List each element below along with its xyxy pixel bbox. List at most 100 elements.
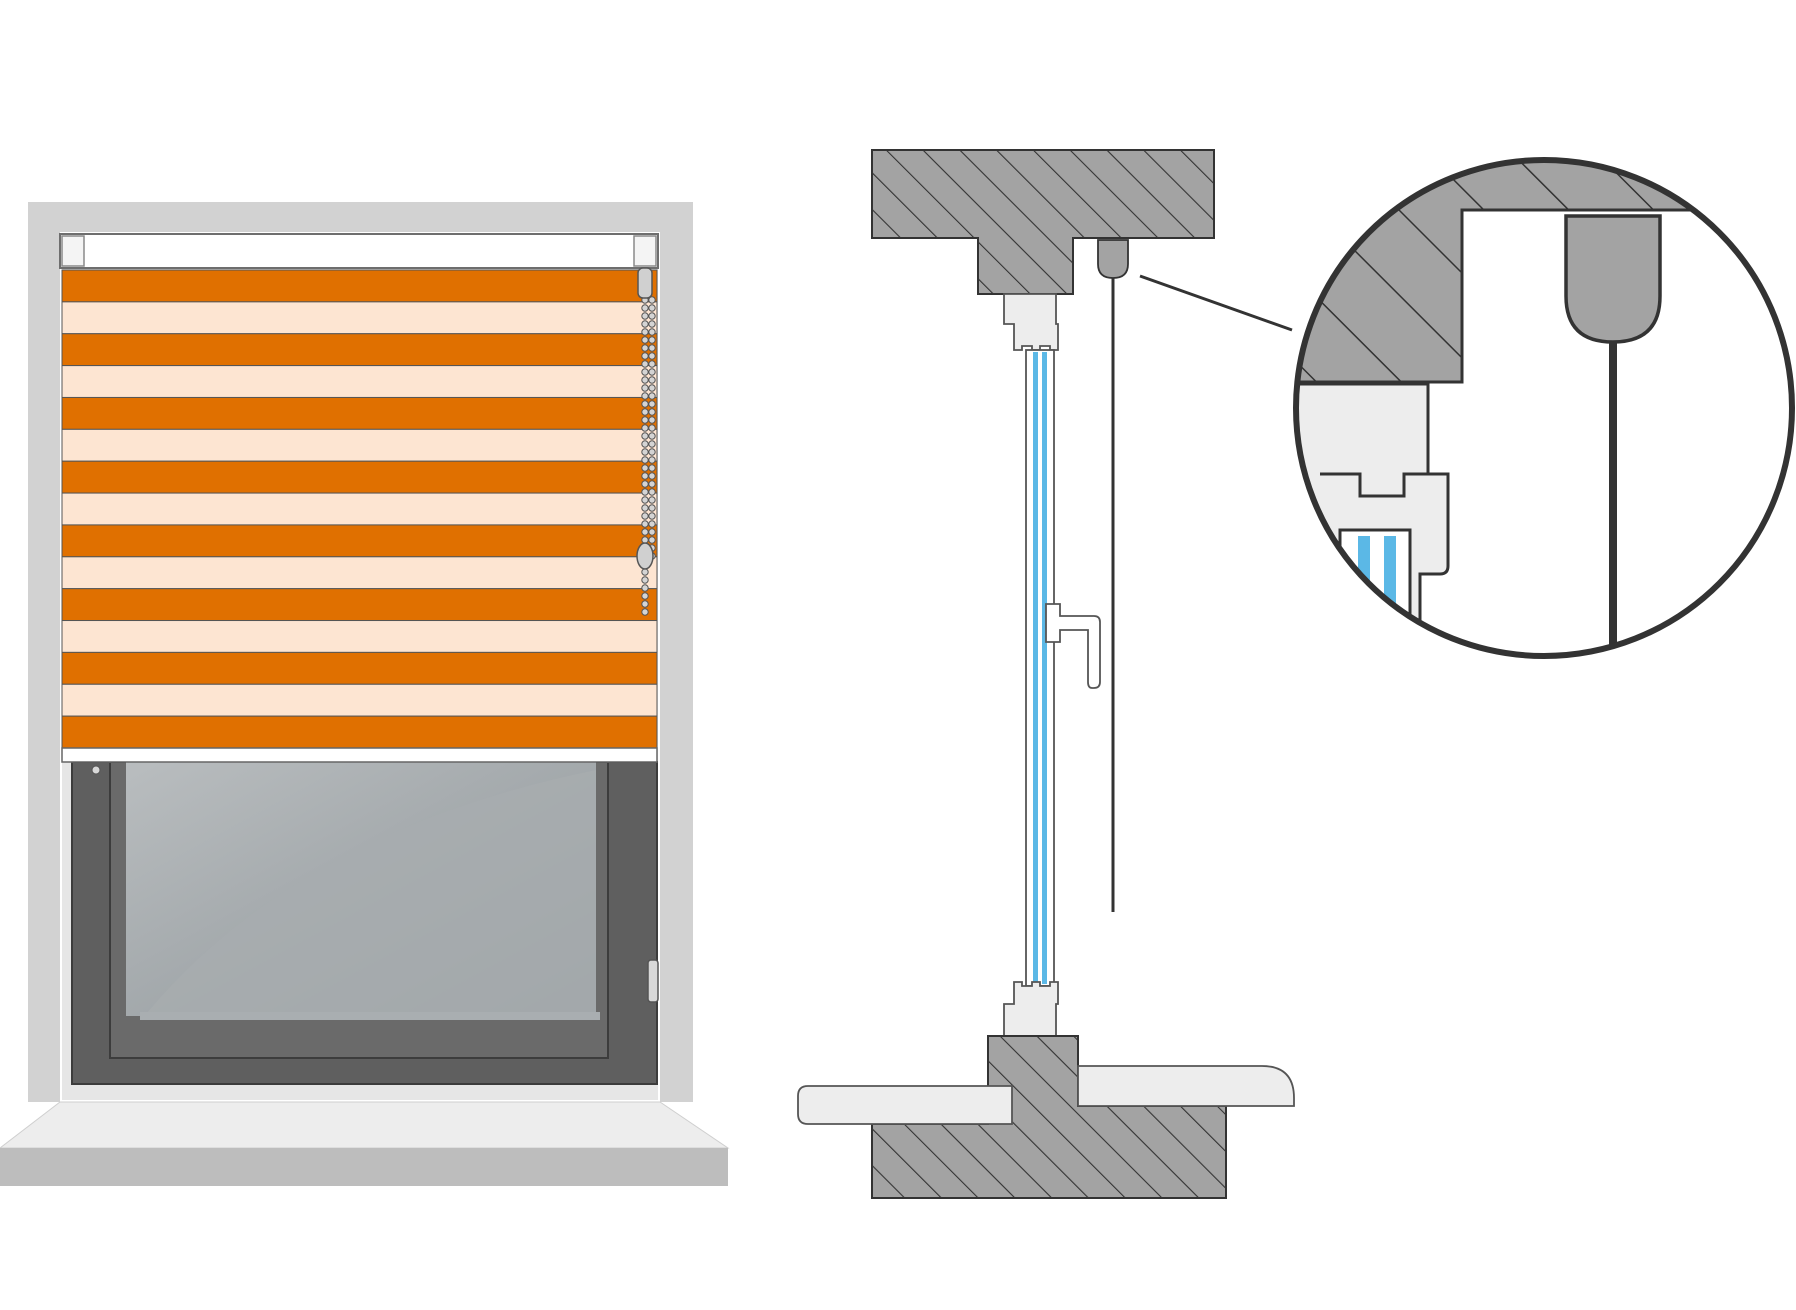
chain-bead [641,392,649,400]
chain-bead [641,528,649,536]
chain-bead [641,600,649,608]
chain-bead [648,400,656,408]
chain-bead [641,504,649,512]
chain-bead [641,384,649,392]
chain-bead [641,464,649,472]
chain-bead [641,368,649,376]
chain-bead [641,592,649,600]
chain-bead [648,440,656,448]
chain-bead [648,320,656,328]
chain-bead [648,312,656,320]
window-illustration [0,202,730,1186]
chain-bead [648,512,656,520]
blind-stripe [61,683,658,717]
chain-bead [641,472,649,480]
chain-bead [648,376,656,384]
chain-bead [641,440,649,448]
chain-bead [641,456,649,464]
chain-bead [641,448,649,456]
chain-bead [641,512,649,520]
chain-connector [636,542,654,570]
frame-profile-bottom [1003,981,1059,1037]
chain-bead [648,432,656,440]
roller-cap-left [61,235,85,267]
blind-stripe [61,524,658,558]
interior-sill [797,1085,1013,1125]
chain-bead [648,296,656,304]
chain-bead [648,448,656,456]
detail-magnifier-ring [1293,157,1795,659]
chain-bead [641,416,649,424]
chain-bead [648,344,656,352]
chain-bead [641,608,649,616]
exterior-sill [1077,1065,1295,1107]
frame-profile-top [1003,293,1059,351]
chain-bead [648,384,656,392]
window-hinge [647,959,659,1003]
chain-bead [648,496,656,504]
chain-bead [648,416,656,424]
lintel-masonry [871,149,1215,295]
chain-bead [648,504,656,512]
chain-bead [641,576,649,584]
chain-bead [648,408,656,416]
blind-stripe [61,333,658,367]
chain-bead [641,432,649,440]
blind-stripe [61,460,658,494]
blind-roller [59,233,659,269]
chain-bead [648,336,656,344]
window-sill-front [0,1148,728,1186]
cross-section-illustration [797,149,1295,1199]
blind-stripe [61,428,658,462]
blind-stripe [61,269,658,303]
chain-bead [641,320,649,328]
roller-cap-right [633,235,657,267]
chain-bead [648,328,656,336]
chain-bead [648,520,656,528]
detail-magnifier [1293,157,1795,659]
blind-bracket [1097,239,1129,279]
chain-bead [641,352,649,360]
blind-stripe [61,620,658,653]
chain-bead [641,536,649,544]
chain-bead [648,304,656,312]
chain-bead [641,408,649,416]
chain-bead [648,368,656,376]
chain-bead [641,344,649,352]
window-sill-top [0,1101,730,1149]
window-handle [1045,603,1101,689]
blind-stripe [61,556,658,590]
chain-bead [641,312,649,320]
chain-bead [648,360,656,368]
chain-bead [648,488,656,496]
blind-stripes [61,269,658,749]
blind-stripe [61,301,658,335]
chain-bead [641,376,649,384]
blind-stripe [61,715,658,749]
chain-bead [641,480,649,488]
detail-leader-line [1139,274,1293,332]
chain-bead [641,488,649,496]
chain-bead [641,520,649,528]
blind-stripe [61,365,658,398]
chain-bead [648,464,656,472]
chain-bead [641,360,649,368]
chain-bead [641,496,649,504]
chain-bead [648,456,656,464]
blind-stripe [61,396,658,430]
chain-bead [648,480,656,488]
chain-bead [648,528,656,536]
chain-bead [641,400,649,408]
glass-pane [1025,349,1055,987]
blind-stripe [61,492,658,526]
chain-bead [648,424,656,432]
chain-bead [641,328,649,336]
chain-bead [648,352,656,360]
blind-stripe [61,651,658,685]
chain-bead [641,304,649,312]
chain-bead [648,536,656,544]
chain-bead [648,472,656,480]
chain-bead [641,336,649,344]
